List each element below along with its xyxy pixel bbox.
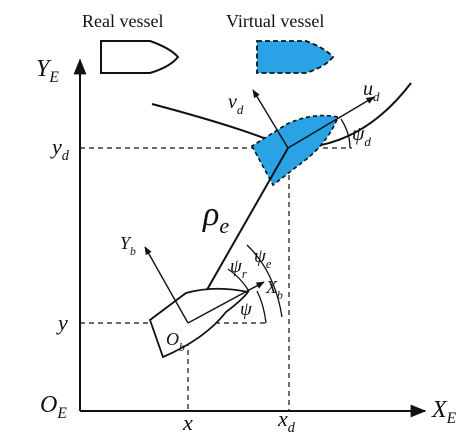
vd-label: vd: [228, 91, 244, 117]
psi-arc: [256, 290, 267, 324]
ud-label: ud: [363, 78, 380, 104]
psi-r-label: ψr: [230, 256, 247, 281]
y-axis-label: YE: [36, 56, 59, 86]
x-axis-label: XE: [431, 397, 457, 427]
x-tick-label: x: [182, 410, 193, 435]
rho-e-label: ρe: [202, 196, 229, 238]
xd-tick-label: xd: [277, 406, 296, 436]
legend-real-vessel-label: Real vessel: [82, 11, 163, 31]
psi-r-arc: [227, 268, 250, 292]
psi-d-arc: [340, 118, 351, 149]
y-tick-label: y: [56, 310, 68, 335]
yb-label: Yb: [120, 233, 136, 258]
psi-e-arc: [246, 244, 283, 318]
ud-vector: [287, 96, 375, 149]
legend-virtual-vessel-label: Virtual vessel: [226, 11, 324, 31]
origin-label: OE: [40, 392, 67, 422]
real-vessel-shape: [148, 287, 250, 359]
vd-vector: [252, 89, 289, 149]
xb-vector: [187, 281, 265, 324]
legend-real-vessel-icon: [100, 40, 180, 74]
yb-vector: [144, 246, 189, 324]
xb-label: Xb: [265, 277, 283, 302]
virtual-vessel-shape: [250, 114, 340, 187]
ob-label: Ob: [166, 329, 185, 354]
psi-d-label: ψd: [352, 123, 371, 149]
psi-label: ψ: [240, 299, 253, 320]
psi-e-label: ψe: [254, 246, 272, 271]
legend-virtual-vessel-icon: [256, 40, 335, 74]
yd-tick-label: yd: [50, 134, 70, 164]
